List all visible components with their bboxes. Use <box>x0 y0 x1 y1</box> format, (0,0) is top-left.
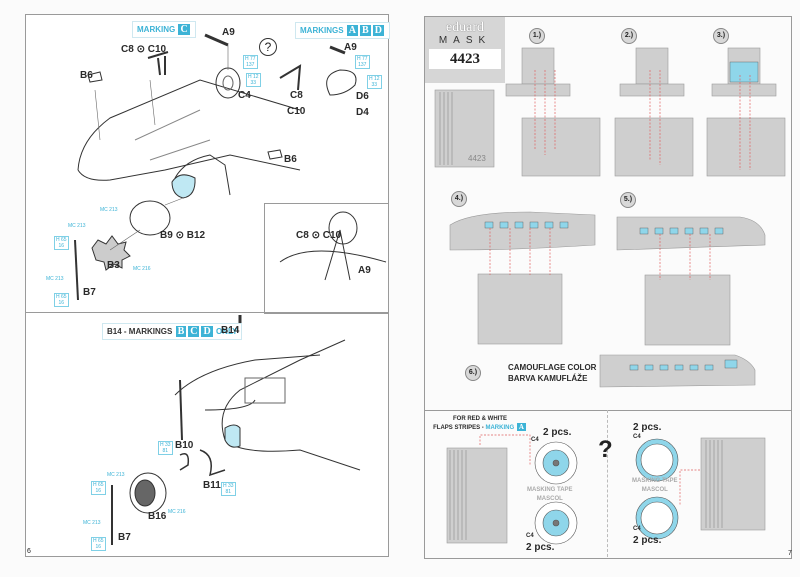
product-number: 4423 <box>429 49 501 69</box>
qty-top-right: 2 pcs. <box>633 422 662 433</box>
page-number-left: 6 <box>27 548 31 555</box>
paint-mc216: MC 216 <box>133 266 151 272</box>
paint-mc213: MC 213 <box>107 472 125 478</box>
step-4: 4.) <box>451 191 467 207</box>
step-2: 2.) <box>621 28 637 44</box>
part-b7: B7 <box>83 287 96 298</box>
qty-bottom-right: 2 pcs. <box>633 535 662 546</box>
part-b6-lower: B6 <box>284 154 297 165</box>
sheet-stripes <box>439 92 723 540</box>
part-a9: A9 <box>222 27 235 38</box>
part-b9-b12: B9 ⊙ B12 <box>160 230 206 241</box>
qty-bottom-left: 2 pcs. <box>526 542 555 553</box>
part-b11: B11 <box>203 480 221 491</box>
part-c4: C4 <box>238 90 251 101</box>
part-c8-right: C8 <box>290 90 303 101</box>
qty-top-left: 2 pcs. <box>543 427 572 438</box>
part-c4-bottom-right: C4 <box>633 526 641 532</box>
step-1: 1.) <box>529 28 545 44</box>
part-d4: D4 <box>356 107 369 118</box>
part-a9-inset: A9 <box>358 265 371 276</box>
fuselage-outline <box>77 79 301 181</box>
part-a9-right: A9 <box>344 42 357 53</box>
step-6: 6.) <box>465 365 481 381</box>
step-3: 3.) <box>713 28 729 44</box>
part-b16: B16 <box>148 511 167 522</box>
marking-c-label: MARKING C <box>132 21 196 38</box>
paint-mc216: MC 216 <box>168 509 186 515</box>
page-number-right: 7 <box>788 550 792 557</box>
right-page-frame <box>424 16 792 559</box>
part-b3: B3 <box>107 260 120 271</box>
part-b14: B14 <box>221 325 240 336</box>
part-c4-bottom-left: C4 <box>526 533 534 539</box>
part-c10-right: C10 <box>287 106 306 117</box>
eduard-mask-logo: eduard MASK 4423 <box>425 17 505 83</box>
guide-lines <box>479 70 751 505</box>
help-icon-right: ? <box>598 436 613 463</box>
part-c4-top-left: C4 <box>531 437 539 443</box>
dashed-divider <box>607 410 608 557</box>
highlight-cowl-bottom <box>224 424 241 448</box>
part-c4-top-right: C4 <box>633 434 641 440</box>
highlight-cowl-top <box>171 174 196 199</box>
paint-mc213: MC 213 <box>68 223 86 229</box>
part-b7-lower: B7 <box>118 532 131 543</box>
part-d6: D6 <box>356 91 369 102</box>
step-5: 5.) <box>620 192 636 208</box>
paint-mc213: MC 213 <box>46 276 64 282</box>
help-icon: ? <box>259 38 277 56</box>
part-b10: B10 <box>175 440 194 451</box>
section-divider <box>25 312 388 313</box>
sheet-number: 4423 <box>468 154 486 163</box>
part-c8-c10: C8 ⊙ C10 <box>121 44 167 55</box>
paint-mc213: MC 213 <box>100 207 118 213</box>
part-c8-c10-inset: C8 ⊙ C10 <box>296 230 342 241</box>
part-b6: B6 <box>80 70 93 81</box>
wheel-masks <box>534 438 679 545</box>
paint-mc213: MC 213 <box>83 520 101 526</box>
window-masks <box>484 61 759 371</box>
